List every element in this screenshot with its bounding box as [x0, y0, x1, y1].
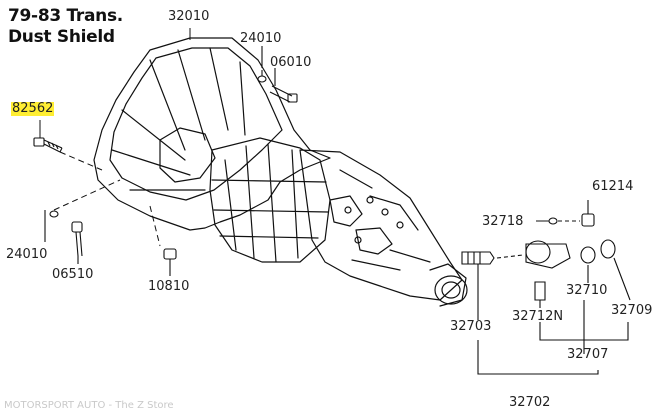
washer-32718-icon: [548, 217, 558, 225]
part-label-06010[interactable]: 06010: [270, 55, 312, 70]
sleeve-61214-icon: [581, 213, 595, 227]
bellhousing-outline: [93, 37, 331, 231]
bellhousing-inner: [109, 47, 283, 201]
part-label-32010[interactable]: 32010: [168, 9, 210, 24]
main-case: [209, 137, 331, 263]
bracket-32707: [539, 300, 629, 354]
part-label-32718[interactable]: 32718: [482, 214, 524, 229]
part-label-32710[interactable]: 32710: [566, 283, 608, 298]
part-label-61214[interactable]: 61214: [592, 179, 634, 194]
part-label-32703[interactable]: 32703: [450, 319, 492, 334]
part-label-06510[interactable]: 06510: [52, 267, 94, 282]
washer-icon: [257, 75, 267, 83]
sleeve-32712n-icon: [534, 281, 546, 301]
bolt-82562-icon: [33, 137, 63, 153]
footer-watermark: MOTORSPORT AUTO - The Z Store: [4, 400, 174, 411]
title-line-1: 79-83 Trans.: [8, 6, 123, 26]
o-ring-32710-icon: [580, 246, 596, 264]
washer-left-icon: [49, 210, 59, 218]
part-label-32709[interactable]: 32709: [611, 303, 653, 318]
bracket-32702: [477, 340, 599, 375]
extension-housing: [299, 149, 463, 301]
nut-10810-icon: [163, 248, 177, 260]
part-label-24010-top[interactable]: 24010: [240, 31, 282, 46]
part-label-10810[interactable]: 10810: [148, 279, 190, 294]
part-label-32702[interactable]: 32702: [509, 395, 551, 410]
title-line-2: Dust Shield: [8, 27, 115, 47]
part-label-32712n[interactable]: 32712N: [512, 309, 564, 324]
part-label-82562-highlighted[interactable]: 82562: [11, 101, 55, 116]
diagram-title: 79-83 Trans. Dust Shield: [8, 6, 123, 48]
part-label-32707[interactable]: 32707: [567, 347, 609, 362]
bolt-06510-icon: [71, 221, 83, 233]
o-ring-32709-icon: [600, 239, 616, 259]
pinion-gear-32703-icon: [461, 251, 495, 265]
part-label-24010-left[interactable]: 24010: [6, 247, 48, 262]
